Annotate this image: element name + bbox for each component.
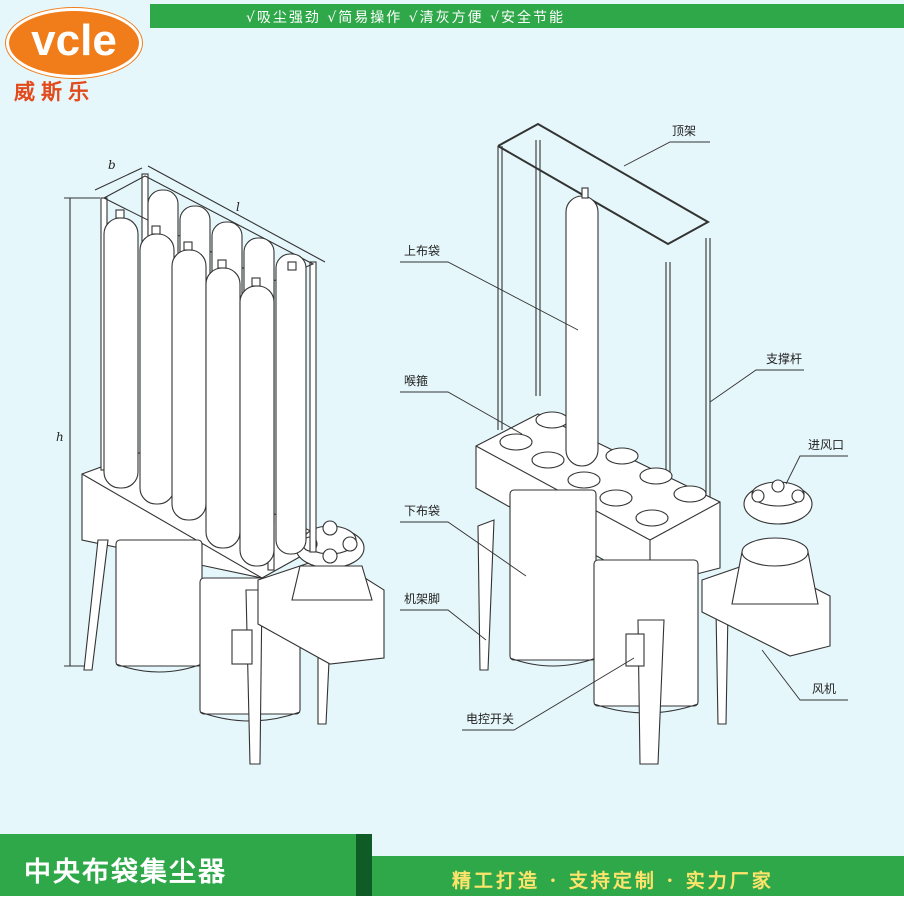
label-lower-bag: 下布袋 [404, 504, 441, 518]
title-bar: 中央布袋集尘器 [0, 834, 372, 904]
title-bar-tab [356, 834, 372, 904]
label-support-rod: 支撑杆 [766, 352, 803, 366]
label-switch: 电控开关 [466, 712, 515, 726]
dimension-b: b [108, 158, 116, 172]
label-inlet: 进风口 [808, 438, 845, 452]
bottom-strip [0, 896, 904, 904]
product-title: 中央布袋集尘器 [24, 857, 227, 888]
logo: vcle [6, 8, 142, 78]
label-top-frame: 顶架 [672, 124, 697, 138]
dimension-h: h [56, 430, 64, 444]
brand-name: 威斯乐 [14, 79, 95, 104]
label-frame-leg: 机架脚 [404, 592, 441, 606]
tagline-text: 精工打造 · 支持定制 · 实力厂家 [452, 870, 774, 892]
slogan-bar: √吸尘强劲 √简易操作 √清灰方便 √安全节能 [150, 4, 904, 28]
dimension-l: l [236, 200, 240, 214]
label-fan: 风机 [812, 682, 837, 696]
logo-text: vcle [31, 16, 117, 65]
slogan-text: √吸尘强劲 √简易操作 √清灰方便 √安全节能 [246, 10, 566, 26]
label-clamp: 喉箍 [404, 374, 429, 388]
label-upper-bag: 上布袋 [404, 244, 441, 258]
